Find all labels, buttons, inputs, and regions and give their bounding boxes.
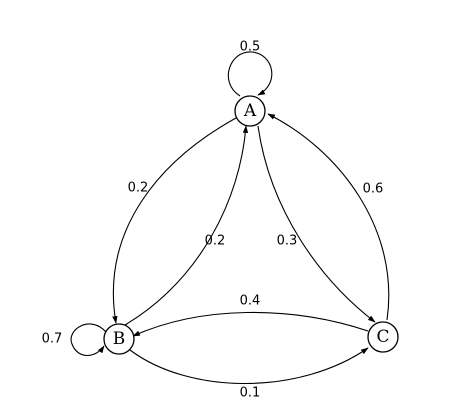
label-b-to-b: 0.7 xyxy=(42,332,63,347)
edge-b-to-c xyxy=(129,347,369,384)
label-c-to-b: 0.4 xyxy=(240,294,261,309)
edge-c-to-a xyxy=(267,113,390,321)
node-a: A xyxy=(234,95,266,127)
label-a-to-b: 0.2 xyxy=(128,181,149,196)
edge-b-to-a xyxy=(124,125,249,326)
edge-a-to-a xyxy=(227,51,273,97)
node-c-label: C xyxy=(376,327,389,347)
node-a-circle xyxy=(234,95,266,127)
node-c-circle xyxy=(367,321,399,353)
edge-a-to-b xyxy=(112,117,237,324)
label-a-to-c: 0.3 xyxy=(277,234,298,249)
label-a-to-a: 0.5 xyxy=(240,40,261,55)
edge-b-to-b xyxy=(70,323,107,357)
node-b-circle xyxy=(103,323,135,355)
node-c: C xyxy=(367,321,399,353)
node-b-label: B xyxy=(113,329,126,349)
label-b-to-a: 0.2 xyxy=(205,234,226,249)
edge-c-to-b xyxy=(132,311,369,337)
label-b-to-c: 0.1 xyxy=(240,386,261,401)
node-a-label: A xyxy=(243,101,257,121)
node-b: B xyxy=(103,323,135,355)
label-c-to-a: 0.6 xyxy=(363,182,384,197)
edge-a-to-c xyxy=(257,125,376,323)
